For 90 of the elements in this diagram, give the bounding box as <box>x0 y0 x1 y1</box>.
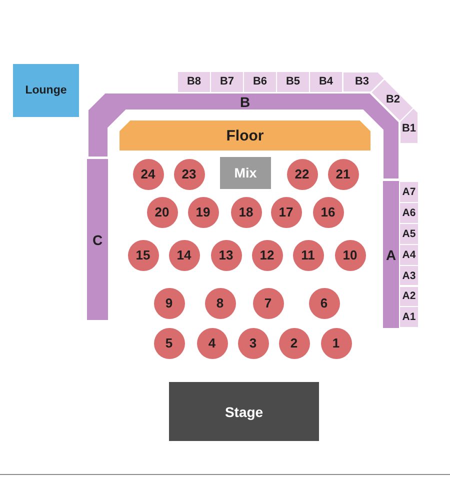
table-number: 7 <box>264 296 272 310</box>
table-number: 8 <box>216 296 224 310</box>
table-number: 21 <box>336 168 350 180</box>
section-band <box>383 181 399 328</box>
seating-section <box>244 72 276 92</box>
seating-section <box>178 72 210 92</box>
seating-section <box>400 202 418 223</box>
area-label: Lounge <box>25 84 67 96</box>
stage <box>169 382 319 441</box>
table <box>238 328 268 358</box>
table <box>252 240 282 270</box>
section-band <box>88 93 399 179</box>
area-label: Mix <box>234 166 257 180</box>
table <box>278 328 310 358</box>
table-number: 13 <box>218 248 234 262</box>
area-label: Floor <box>226 128 264 144</box>
table <box>334 240 366 270</box>
section-label: A2 <box>402 291 416 302</box>
table-number: 9 <box>165 296 173 310</box>
table-number: 19 <box>196 206 210 218</box>
section-label: C <box>92 232 103 246</box>
table <box>174 158 204 190</box>
section-label: B <box>240 95 250 109</box>
seating-section <box>211 72 243 92</box>
table-number: 12 <box>260 248 274 262</box>
table-number: 11 <box>301 248 315 262</box>
table <box>204 288 236 318</box>
table <box>210 240 242 270</box>
table <box>132 158 164 190</box>
section-label: B7 <box>220 76 234 88</box>
table <box>128 240 158 270</box>
seating-section <box>310 72 342 92</box>
floor-area <box>119 120 371 151</box>
table <box>230 196 262 228</box>
section-label: B8 <box>186 76 202 88</box>
table-number: 5 <box>165 336 173 350</box>
table <box>270 196 302 228</box>
seating-section <box>400 244 418 265</box>
seating-section <box>400 182 418 202</box>
table-number: 15 <box>136 248 150 262</box>
seating-section <box>400 224 418 244</box>
section-label: B1 <box>402 124 416 134</box>
table <box>320 328 352 358</box>
table-number: 3 <box>249 336 257 350</box>
table <box>154 288 184 318</box>
table <box>286 158 318 190</box>
section-label: B4 <box>318 76 334 88</box>
section-label: B6 <box>252 76 268 88</box>
table-number: 16 <box>320 206 336 218</box>
lounge-area <box>13 64 79 117</box>
table-number: 6 <box>320 296 328 310</box>
seating-section <box>400 286 418 306</box>
table-number: 14 <box>176 248 192 262</box>
table <box>308 288 340 318</box>
section-label: A <box>386 248 396 262</box>
section-label: A7 <box>402 186 416 198</box>
table <box>196 328 228 358</box>
seating-section <box>371 78 414 121</box>
mix-position <box>220 157 271 189</box>
section-label: B3 <box>354 76 370 88</box>
table <box>154 328 184 358</box>
section-label: B5 <box>286 76 300 88</box>
table <box>252 288 284 318</box>
seating-section <box>400 307 418 328</box>
section-label: A6 <box>402 208 416 218</box>
section-label: A1 <box>402 312 416 323</box>
table-number: 24 <box>140 168 156 180</box>
seating-section <box>277 72 309 92</box>
table-number: 18 <box>238 206 254 218</box>
table-number: 1 <box>332 336 340 350</box>
table-number: 22 <box>294 168 310 180</box>
section-label: A5 <box>402 228 416 239</box>
table-number: 10 <box>342 248 358 262</box>
stage-label: Stage <box>224 404 264 418</box>
table-number: 2 <box>290 336 298 350</box>
table-number: 17 <box>278 206 294 218</box>
section-band <box>87 159 108 320</box>
section-label: A3 <box>402 270 416 281</box>
table <box>312 196 344 228</box>
table <box>328 158 358 190</box>
table-number: 4 <box>208 336 216 350</box>
table-number: 20 <box>154 206 170 218</box>
table <box>146 196 178 228</box>
table <box>188 196 218 228</box>
seating-section <box>400 266 418 286</box>
table-number: 23 <box>182 168 196 180</box>
section-label: B2 <box>386 94 400 106</box>
section-label: A4 <box>402 249 416 260</box>
table <box>168 240 200 270</box>
table <box>292 240 324 270</box>
